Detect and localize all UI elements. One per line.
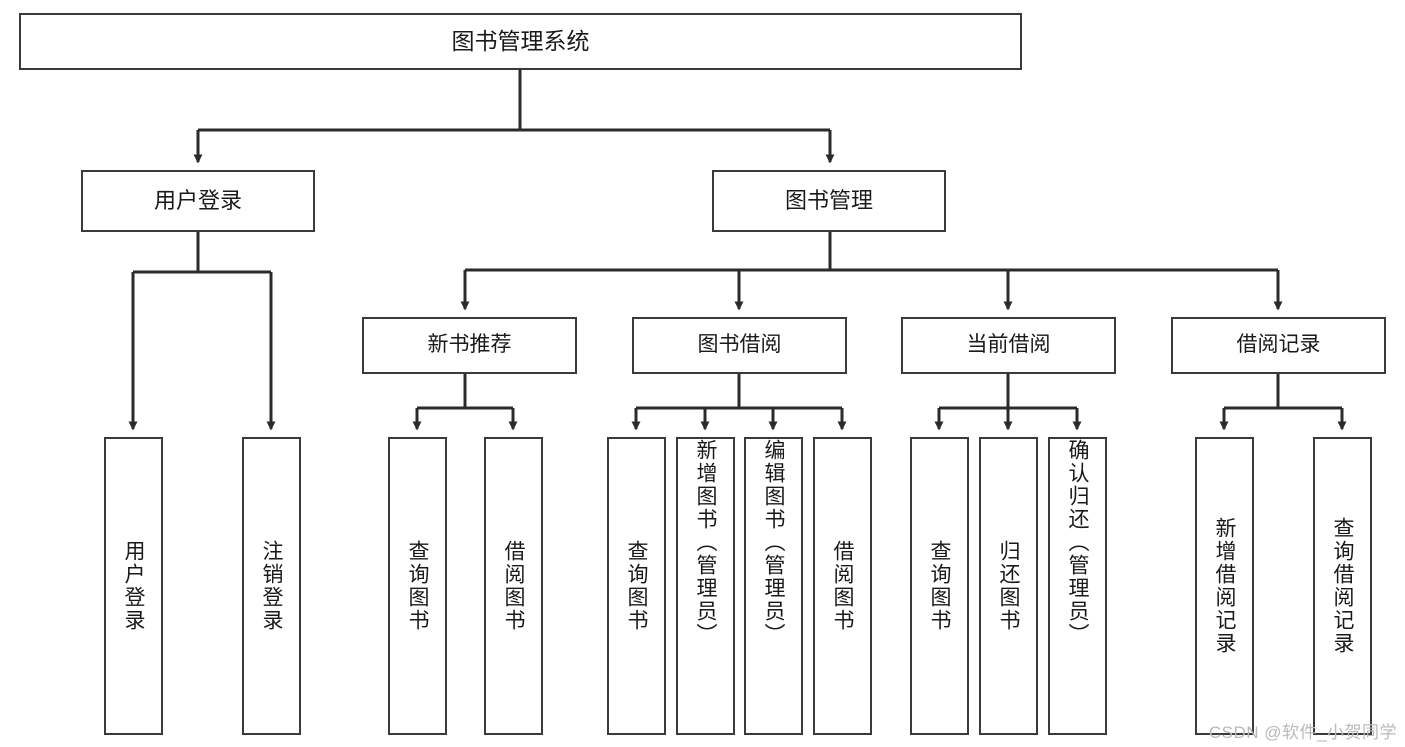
leaf-current-query-book-label: 查询图书 bbox=[928, 540, 951, 632]
node-user-login[interactable]: 用户登录 bbox=[81, 170, 315, 232]
leaf-borrow-add-book-admin[interactable]: 新增图书（管理员） bbox=[676, 437, 735, 735]
leaf-current-confirm-return-admin-label: 确认归还（管理员） bbox=[1066, 439, 1089, 646]
leaf-borrow-borrow-book-label: 借阅图书 bbox=[831, 540, 854, 632]
leaf-borrow-borrow-book[interactable]: 借阅图书 bbox=[813, 437, 872, 735]
node-current-borrow-label: 当前借阅 bbox=[966, 333, 1051, 357]
leaf-new-book-query-label: 查询图书 bbox=[406, 540, 429, 632]
leaf-user-login-signin-label: 用户登录 bbox=[122, 540, 145, 632]
leaf-record-query-record-label: 查询借阅记录 bbox=[1331, 517, 1354, 655]
leaf-record-add-record[interactable]: 新增借阅记录 bbox=[1195, 437, 1254, 735]
leaf-user-login-signout[interactable]: 注销登录 bbox=[242, 437, 301, 735]
leaf-user-login-signin[interactable]: 用户登录 bbox=[104, 437, 163, 735]
leaf-borrow-query-book[interactable]: 查询图书 bbox=[607, 437, 666, 735]
leaf-current-return-book-label: 归还图书 bbox=[997, 540, 1020, 632]
node-root-label: 图书管理系统 bbox=[451, 28, 590, 55]
leaf-new-book-borrow[interactable]: 借阅图书 bbox=[484, 437, 543, 735]
node-new-book-recommend[interactable]: 新书推荐 bbox=[362, 317, 577, 374]
leaf-current-query-book[interactable]: 查询图书 bbox=[910, 437, 969, 735]
leaf-current-return-book[interactable]: 归还图书 bbox=[979, 437, 1038, 735]
leaf-new-book-borrow-label: 借阅图书 bbox=[502, 540, 525, 632]
node-borrow-record[interactable]: 借阅记录 bbox=[1171, 317, 1386, 374]
leaf-borrow-add-book-admin-label: 新增图书（管理员） bbox=[694, 439, 717, 646]
leaf-record-add-record-label: 新增借阅记录 bbox=[1213, 517, 1236, 655]
node-book-management-label: 图书管理 bbox=[784, 188, 873, 214]
leaf-borrow-edit-book-admin-label: 编辑图书（管理员） bbox=[762, 439, 785, 646]
node-borrow-record-label: 借阅记录 bbox=[1236, 333, 1321, 357]
leaf-borrow-query-book-label: 查询图书 bbox=[625, 540, 648, 632]
leaf-borrow-edit-book-admin[interactable]: 编辑图书（管理员） bbox=[744, 437, 803, 735]
node-book-borrow[interactable]: 图书借阅 bbox=[632, 317, 847, 374]
node-root-book-management-system[interactable]: 图书管理系统 bbox=[19, 13, 1022, 70]
leaf-new-book-query[interactable]: 查询图书 bbox=[388, 437, 447, 735]
leaf-current-confirm-return-admin[interactable]: 确认归还（管理员） bbox=[1048, 437, 1107, 735]
leaf-record-query-record[interactable]: 查询借阅记录 bbox=[1313, 437, 1372, 735]
node-user-login-label: 用户登录 bbox=[153, 188, 242, 214]
node-book-management[interactable]: 图书管理 bbox=[712, 170, 946, 232]
node-new-book-recommend-label: 新书推荐 bbox=[427, 333, 512, 357]
csdn-watermark: CSDN @软件_小贺同学 bbox=[1208, 723, 1397, 742]
node-current-borrow[interactable]: 当前借阅 bbox=[901, 317, 1116, 374]
node-book-borrow-label: 图书借阅 bbox=[697, 333, 782, 357]
leaf-user-login-signout-label: 注销登录 bbox=[260, 540, 283, 632]
